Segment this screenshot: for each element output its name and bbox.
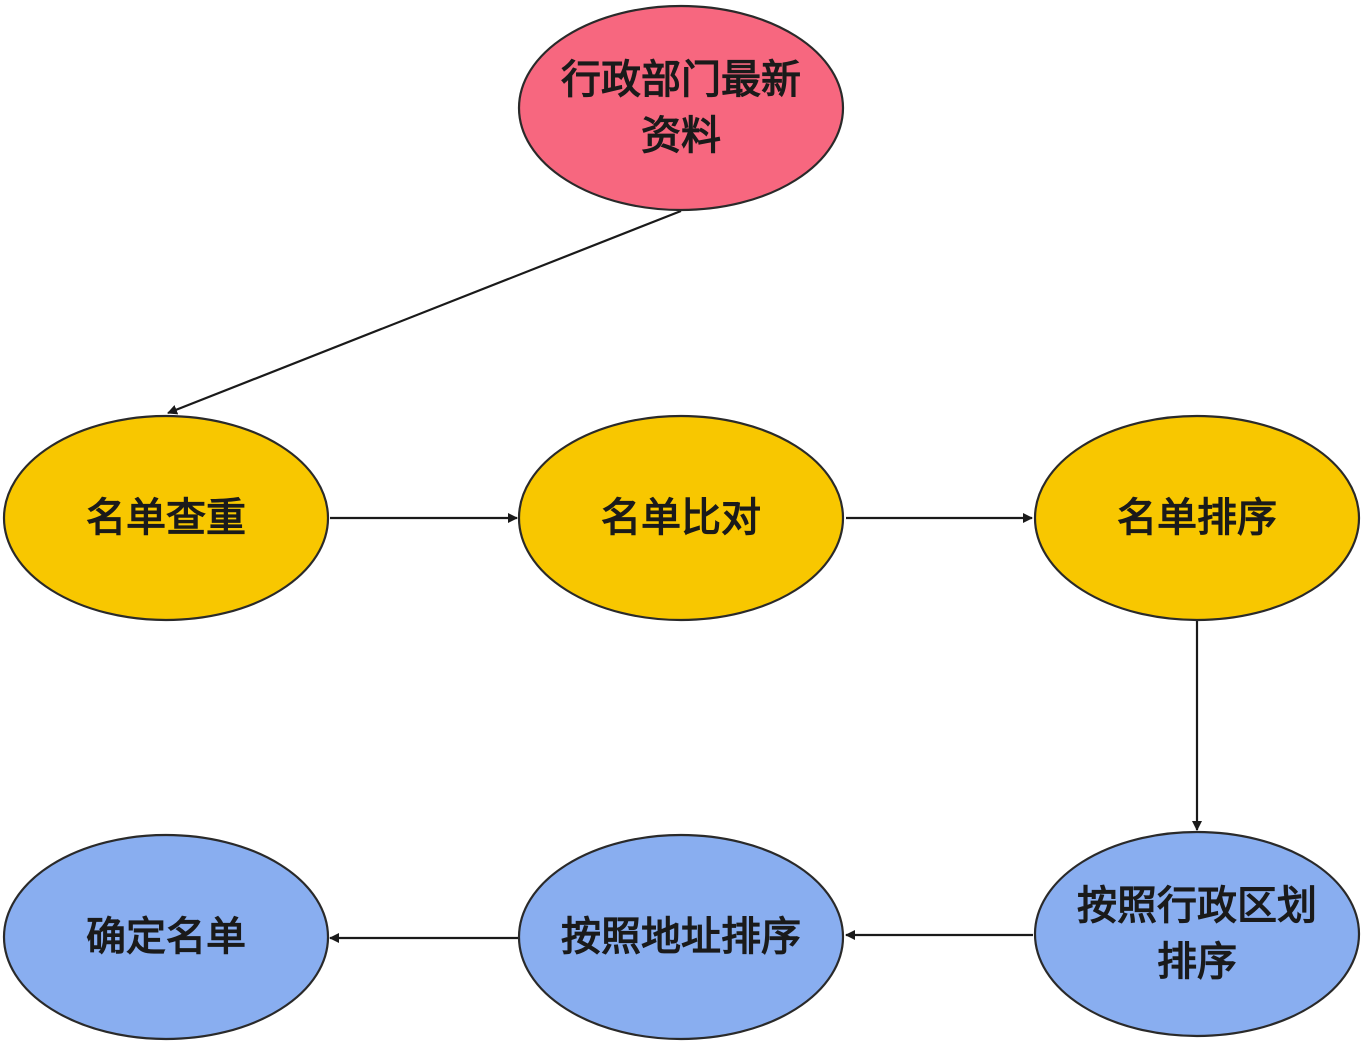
node-shape-dedupe [2,414,330,622]
node-label-sort-division-1: 排序 [1157,939,1237,985]
node-label-source-0: 行政部门最新 [561,57,801,103]
node-label-dedupe-0: 名单查重 [86,495,246,541]
edges-layer [167,209,1202,943]
node-label-sort-0: 名单排序 [1117,495,1277,541]
node-sort-address: 按照地址排序 [517,833,845,1041]
node-shape-sort-address [517,833,845,1041]
node-label-source-1: 资料 [641,113,721,159]
node-confirm: 确定名单 [2,833,330,1041]
node-shape-sort-division [1033,830,1361,1038]
node-dedupe: 名单查重 [2,414,330,622]
node-sort: 名单排序 [1033,414,1361,622]
edge-source-to-dedupe [167,209,682,415]
node-label-compare-0: 名单比对 [601,495,761,541]
node-shape-source [517,4,845,212]
node-label-confirm-0: 确定名单 [86,914,246,960]
node-label-sort-address-0: 按照地址排序 [561,914,801,960]
node-shape-sort [1033,414,1361,622]
node-shape-confirm [2,833,330,1041]
node-shape-compare [517,414,845,622]
node-label-sort-division-0: 按照行政区划 [1077,883,1317,929]
node-compare: 名单比对 [517,414,845,622]
